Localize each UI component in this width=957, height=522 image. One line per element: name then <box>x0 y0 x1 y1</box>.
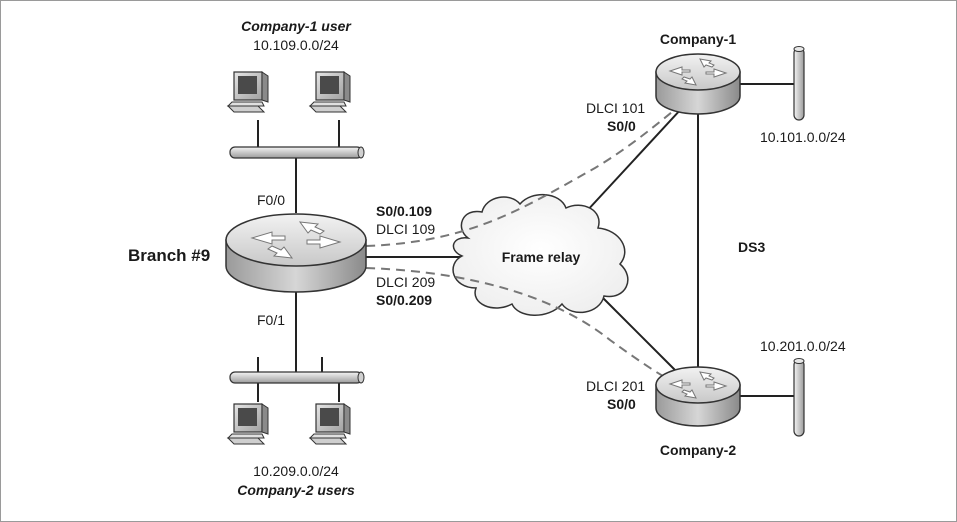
pvc-paths <box>365 111 673 381</box>
lan-bus-lower <box>229 371 363 384</box>
branch-router-icon <box>225 213 367 293</box>
company1-lan-pole <box>793 46 805 121</box>
pvc-209-path <box>365 267 671 381</box>
net-101-label: 10.101.0.0/24 <box>760 129 846 145</box>
company1-user-label: Company-1 user <box>241 18 352 34</box>
company1-s0-label: S0/0 <box>607 118 636 134</box>
dlci-209-label: DLCI 209 <box>376 274 435 290</box>
dlci-201-label: DLCI 201 <box>586 378 645 394</box>
company2-router-icon <box>655 366 741 427</box>
lan-bus-upper <box>229 146 363 159</box>
company2-label: Company-2 <box>660 442 736 458</box>
company2-users-label: Company-2 users <box>237 482 355 498</box>
frame-relay-label: Frame relay <box>502 249 581 265</box>
dlci-109-label: DLCI 109 <box>376 221 435 237</box>
upper-lan-segment <box>229 120 365 159</box>
connection-lines <box>295 83 795 397</box>
company2-s0-label: S0/0 <box>607 396 636 412</box>
f0-1-label: F0/1 <box>257 312 285 328</box>
pc-icon-2 <box>308 71 351 113</box>
company2-lan-pole <box>793 358 805 437</box>
f0-0-label: F0/0 <box>257 192 285 208</box>
pc-icon-1 <box>226 71 269 113</box>
company1-label: Company-1 <box>660 31 736 47</box>
pc-icon-3 <box>226 403 269 445</box>
ds3-label: DS3 <box>738 239 765 255</box>
branch-label: Branch #9 <box>128 246 210 265</box>
pc-icon-4 <box>308 403 351 445</box>
net-109-label: 10.109.0.0/24 <box>253 37 339 53</box>
pvc-109-path <box>365 111 673 247</box>
net-201-label: 10.201.0.0/24 <box>760 338 846 354</box>
link-cloud-to-company2 <box>599 294 681 376</box>
company1-router-icon <box>655 53 741 115</box>
link-cloud-to-company1 <box>584 107 683 214</box>
frame-relay-cloud-icon <box>452 194 629 316</box>
diagram-labels: Company-1 user 10.109.0.0/24 F0/0 Branch… <box>128 18 846 498</box>
s0-209-label: S0/0.209 <box>376 292 432 308</box>
dlci-101-label: DLCI 101 <box>586 100 645 116</box>
net-209-label: 10.209.0.0/24 <box>253 463 339 479</box>
s0-109-label: S0/0.109 <box>376 203 432 219</box>
lower-lan-segment <box>229 357 365 402</box>
